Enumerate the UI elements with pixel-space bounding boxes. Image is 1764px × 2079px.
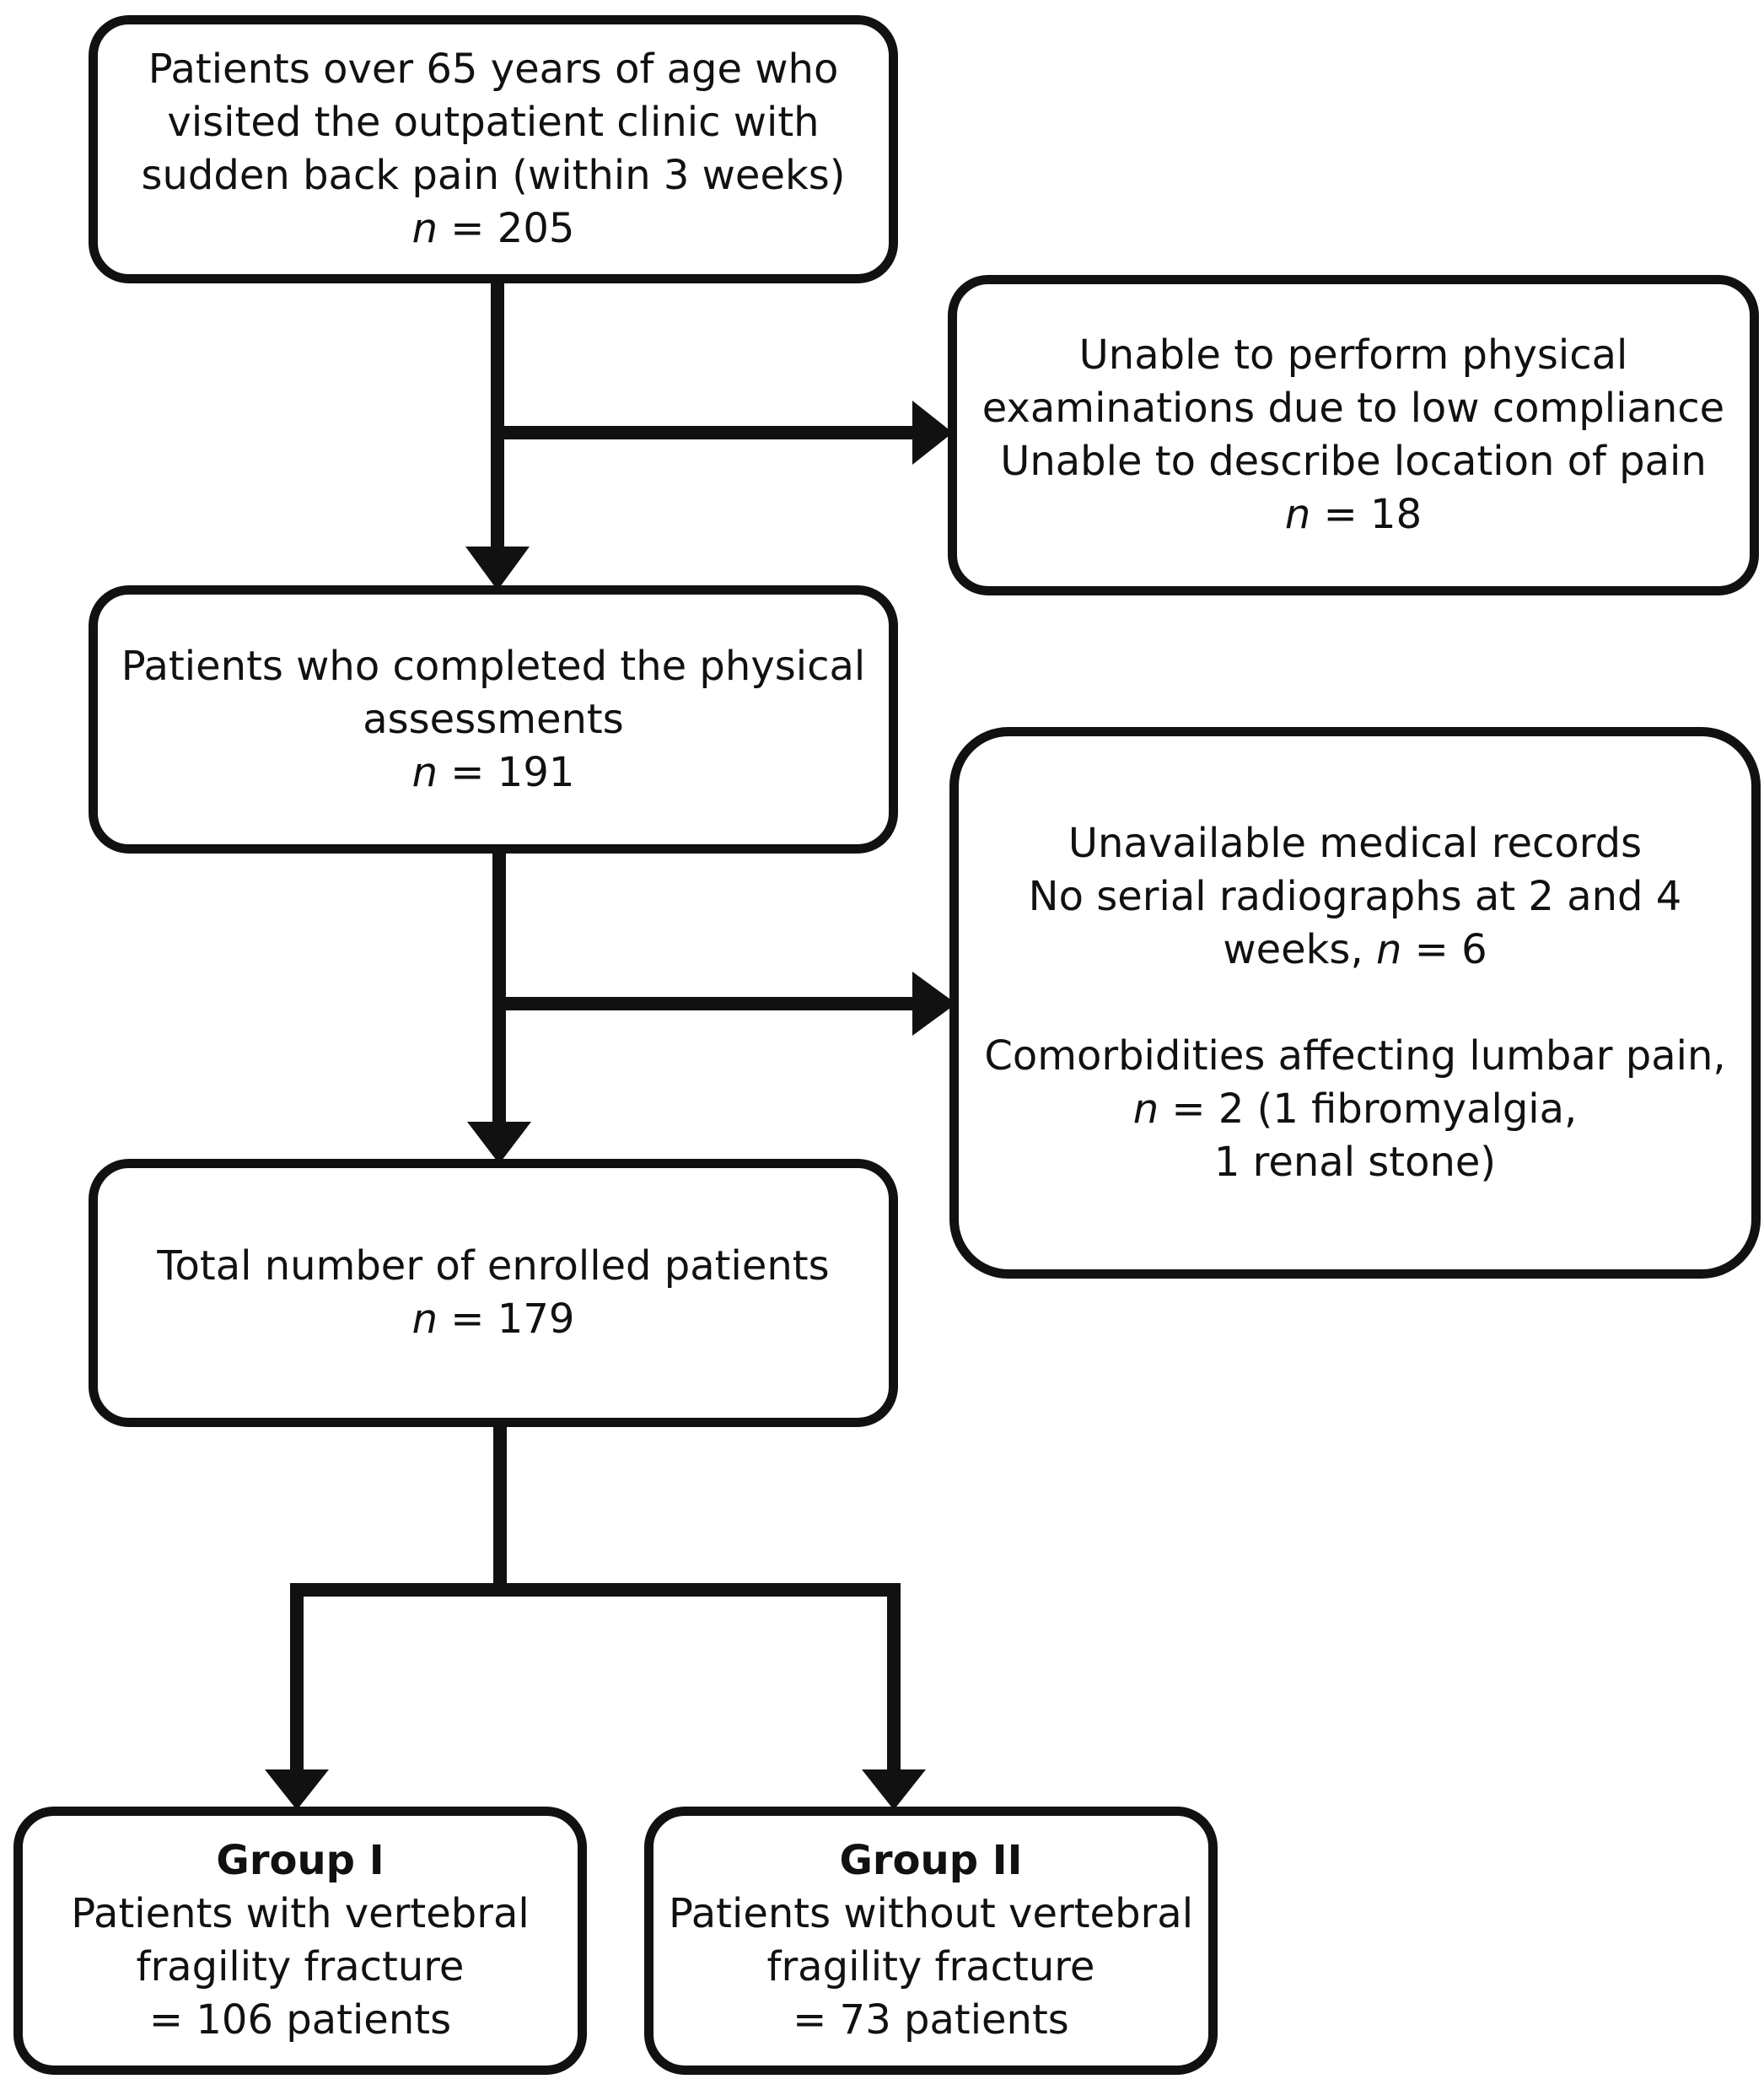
assessed-line-2: assessments	[363, 695, 624, 743]
screened-line-3: sudden back pain (within 3 weeks)	[141, 152, 846, 199]
n-symbol: n	[1375, 925, 1402, 973]
assessed-line-1: Patients who completed the physical	[121, 642, 866, 690]
screened-count-value: = 205	[450, 205, 575, 252]
screened-line-2: visited the outpatient clinic with	[167, 99, 820, 146]
excluded-2-comorbidity-count: = 2 (1 fibromyalgia,	[1171, 1085, 1578, 1133]
n-symbol: n	[411, 1295, 438, 1343]
excluded-2-line-6: 1 renal stone)	[1213, 1138, 1497, 1186]
box-enrolled-patients: Total number of enrolled patients n = 17…	[89, 1159, 898, 1427]
excluded-2-line-5: n = 2 (1 fibromyalgia,	[1133, 1083, 1578, 1136]
n-symbol: n	[411, 748, 438, 796]
group-2-line-1: Patients without vertebral	[668, 1890, 1194, 1937]
enrolled-count-value: = 179	[450, 1295, 575, 1343]
excluded-2-line-4: Comorbidities affecting lumbar pain,	[984, 1031, 1726, 1080]
box-group-1: Group I Patients with vertebral fragilit…	[13, 1807, 587, 2075]
box-assessed-patients: Patients who completed the physical asse…	[89, 585, 898, 854]
n-symbol: n	[1132, 1085, 1159, 1133]
enrolled-line-1: Total number of enrolled patients	[157, 1242, 830, 1290]
excluded-2-records-count: = 6	[1414, 925, 1487, 973]
group-1-title: Group I	[216, 1837, 385, 1884]
group-1-line-2: fragility fracture	[136, 1943, 465, 1990]
excluded-1-count: n = 18	[1285, 488, 1422, 541]
excluded-2-weeks-label: weeks,	[1223, 925, 1363, 973]
excluded-2-line-1: Unavailable medical records	[1068, 819, 1643, 867]
arrowhead-to-enrolled	[467, 1122, 531, 1164]
excluded-2-line-3: weeks, n = 6	[1223, 924, 1487, 977]
group-1-count: = 106 patients	[148, 1996, 452, 2044]
excluded-1-line-3: Unable to describe location of pain	[1000, 438, 1707, 485]
box-screened-patients: Patients over 65 years of age who visite…	[89, 15, 898, 283]
box-excluded-first: Unable to perform physical examinations …	[948, 275, 1759, 595]
excluded-1-count-value: = 18	[1323, 491, 1422, 538]
arrowhead-to-excluded-1	[912, 401, 953, 465]
n-symbol: n	[1284, 491, 1311, 538]
group-2-count: = 73 patients	[793, 1996, 1069, 2044]
screened-count: n = 205	[412, 202, 575, 256]
arrowhead-to-group2	[862, 1769, 926, 1810]
excluded-2-line-2: No serial radiographs at 2 and 4	[1028, 872, 1682, 920]
box-excluded-second: Unavailable medical records No serial ra…	[949, 727, 1761, 1279]
arrowhead-to-group1	[265, 1769, 329, 1810]
arrowhead-to-assessed	[465, 547, 530, 590]
n-symbol: n	[411, 205, 438, 252]
assessed-count-value: = 191	[450, 748, 575, 796]
group-2-title: Group II	[839, 1837, 1023, 1884]
enrolled-count: n = 179	[412, 1293, 575, 1346]
group-1-line-1: Patients with vertebral	[71, 1890, 530, 1937]
assessed-count: n = 191	[412, 746, 575, 800]
group-2-line-2: fragility fracture	[766, 1943, 1095, 1990]
arrowhead-to-excluded-2	[912, 972, 956, 1036]
box-group-2: Group II Patients without vertebral frag…	[644, 1807, 1218, 2075]
excluded-1-line-1: Unable to perform physical	[1078, 331, 1628, 379]
screened-line-1: Patients over 65 years of age who	[148, 46, 839, 93]
excluded-1-line-2: examinations due to low compliance	[981, 385, 1725, 432]
